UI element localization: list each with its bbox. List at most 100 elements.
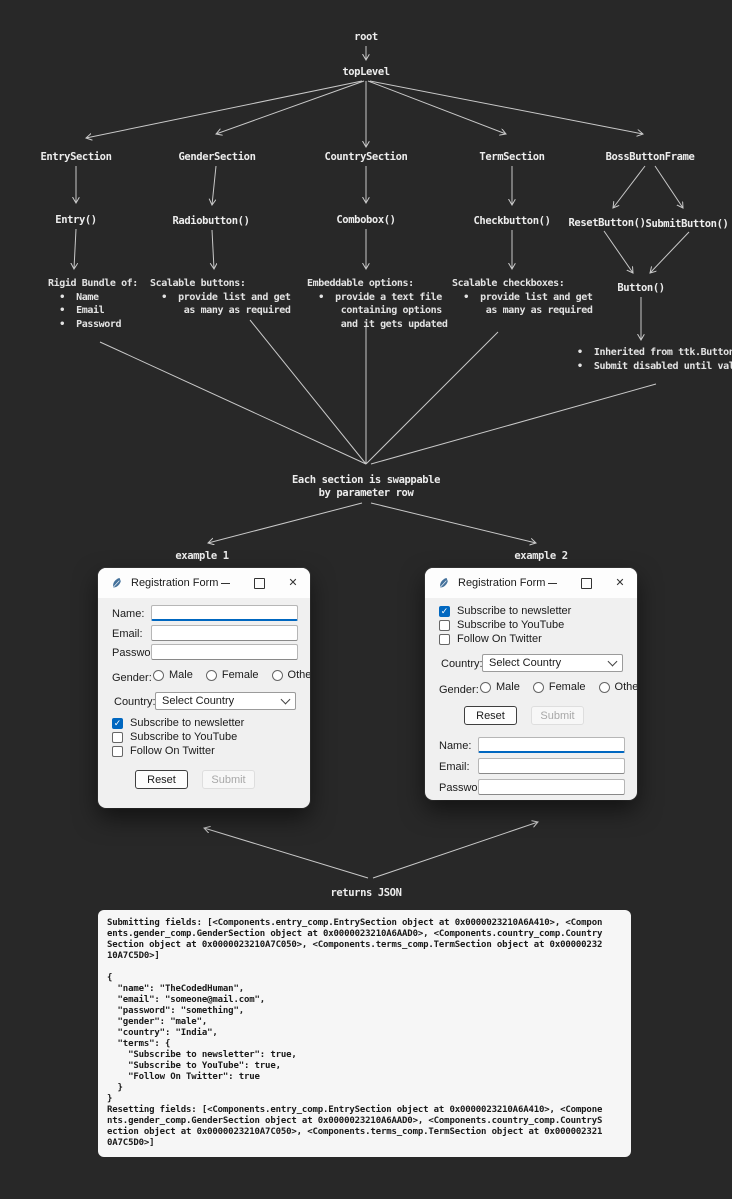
checkbox-unchecked-icon [112, 731, 123, 743]
submit-button[interactable]: Submit [531, 706, 584, 725]
entry-section-notes: Rigid Bundle of: • Name • Email • Passwo… [48, 278, 138, 330]
returns-json-label: returns JSON [330, 887, 402, 899]
reset-button[interactable]: Reset [135, 770, 188, 789]
node-country-section: CountrySection [324, 151, 408, 163]
term-section-notes: Scalable checkboxes: • provide list and … [452, 278, 593, 316]
gender-section-notes: Scalable buttons: • provide list and get… [150, 278, 291, 316]
checkbox-youtube-label: Subscribe to YouTube [457, 619, 565, 631]
checkbox-twitter-label: Follow On Twitter [457, 633, 542, 645]
json-output-console: Submitting fields: [<Components.entry_co… [98, 910, 631, 1157]
registration-form-window-2: Registration Form ✕ ✓ Subscribe to newsl… [425, 568, 637, 800]
country-label: Country: [114, 696, 156, 708]
close-icon[interactable]: ✕ [288, 576, 298, 589]
radio-icon [153, 669, 164, 681]
node-entry-widget: Entry() [55, 214, 97, 226]
titlebar[interactable]: Registration Form ✕ [98, 568, 310, 598]
node-button-widget: Button() [617, 282, 665, 294]
country-label: Country: [441, 658, 483, 670]
checkbox-newsletter-label: Subscribe to newsletter [457, 605, 572, 617]
radio-other[interactable]: Other [598, 681, 637, 693]
name-label: Name: [112, 608, 145, 620]
radio-icon [480, 681, 491, 693]
example2-label: example 2 [514, 550, 568, 562]
swappable-note: Each section is swappable by parameter r… [291, 474, 441, 499]
country-combobox[interactable]: Select Country [482, 654, 623, 672]
password-input[interactable] [151, 644, 298, 660]
radio-male-label: Male [496, 681, 520, 693]
email-input[interactable] [478, 758, 625, 774]
radio-other[interactable]: Other [271, 669, 310, 681]
maximize-icon[interactable] [242, 568, 276, 598]
node-toplevel: topLevel [342, 66, 390, 78]
node-root: root [354, 31, 378, 43]
country-section-notes: Embeddable options: • provide a text fil… [307, 278, 448, 330]
checkbox-newsletter[interactable]: ✓ Subscribe to newsletter [439, 605, 571, 617]
country-combobox-value: Select Country [489, 657, 562, 669]
checkbox-newsletter-label: Subscribe to newsletter [130, 717, 245, 729]
radio-icon [205, 669, 217, 681]
email-label: Email: [439, 761, 470, 773]
python-feather-icon [439, 577, 448, 588]
radio-icon [598, 681, 610, 693]
close-icon[interactable]: ✕ [615, 576, 625, 589]
node-radiobutton-widget: Radiobutton() [172, 215, 250, 227]
node-boss-button-frame: BossButtonFrame [605, 151, 695, 163]
email-label: Email: [112, 628, 143, 640]
gender-label: Gender: [439, 684, 479, 696]
radio-female-label: Female [548, 681, 586, 693]
checkbox-unchecked-icon [439, 633, 450, 645]
name-input[interactable] [478, 737, 625, 753]
radio-male[interactable]: Male [153, 669, 193, 681]
radio-icon [271, 669, 283, 681]
node-submitbutton-widget: SubmitButton() [645, 218, 729, 230]
reset-button[interactable]: Reset [464, 706, 517, 725]
checkbox-twitter-label: Follow On Twitter [130, 745, 215, 757]
checkbox-youtube-label: Subscribe to YouTube [130, 731, 238, 743]
password-label: Password: [112, 647, 164, 659]
email-input[interactable] [151, 625, 298, 641]
button-notes: • Inherited from ttk.Button class • Subm… [577, 347, 732, 372]
window-title: Registration Form [458, 577, 546, 589]
radio-female-label: Female [221, 669, 259, 681]
name-input[interactable] [151, 605, 298, 621]
maximize-icon[interactable] [569, 568, 603, 598]
checkbox-newsletter[interactable]: ✓ Subscribe to newsletter [112, 717, 244, 729]
example1-label: example 1 [175, 550, 229, 562]
password-input[interactable] [478, 779, 625, 795]
country-combobox-value: Select Country [162, 695, 235, 707]
python-feather-icon [112, 577, 121, 588]
node-checkbutton-widget: Checkbutton() [473, 215, 551, 227]
checkbox-unchecked-icon [112, 745, 123, 757]
minimize-icon[interactable] [535, 568, 569, 598]
checkbox-unchecked-icon [439, 619, 450, 631]
titlebar[interactable]: Registration Form ✕ [425, 568, 637, 598]
radio-male-label: Male [169, 669, 193, 681]
node-gender-section: GenderSection [178, 151, 256, 163]
country-combobox[interactable]: Select Country [155, 692, 296, 710]
checkbox-checked-icon: ✓ [439, 605, 450, 617]
chevron-down-icon [280, 694, 291, 705]
checkbox-checked-icon: ✓ [112, 717, 123, 729]
gender-label: Gender: [112, 672, 152, 684]
radio-female[interactable]: Female [532, 681, 586, 693]
node-entry-section: EntrySection [40, 151, 112, 163]
radio-other-label: Other [287, 669, 310, 681]
checkbox-youtube[interactable]: Subscribe to YouTube [112, 731, 237, 743]
radio-male[interactable]: Male [480, 681, 520, 693]
checkbox-twitter[interactable]: Follow On Twitter [439, 633, 542, 645]
node-combobox-widget: Combobox() [336, 214, 396, 226]
radio-female[interactable]: Female [205, 669, 259, 681]
chevron-down-icon [607, 656, 618, 667]
checkbox-youtube[interactable]: Subscribe to YouTube [439, 619, 564, 631]
radio-icon [532, 681, 544, 693]
submit-button[interactable]: Submit [202, 770, 255, 789]
radio-other-label: Other [614, 681, 637, 693]
password-label: Password: [439, 782, 491, 794]
node-term-section: TermSection [479, 151, 545, 163]
checkbox-twitter[interactable]: Follow On Twitter [112, 745, 215, 757]
name-label: Name: [439, 740, 472, 752]
registration-form-window-1: Registration Form ✕ Name: Email: Passwor… [98, 568, 310, 808]
window-title: Registration Form [131, 577, 219, 589]
minimize-icon[interactable] [208, 568, 242, 598]
